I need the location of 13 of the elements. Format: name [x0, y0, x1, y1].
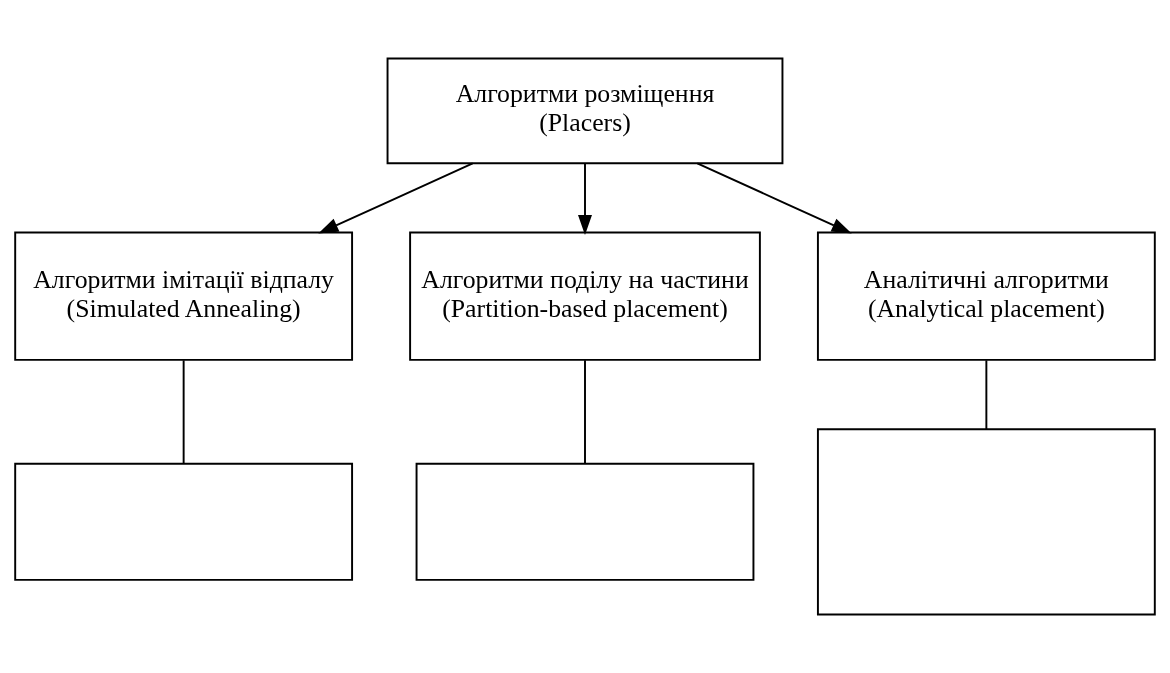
- arrow: [578, 162, 592, 236]
- node-box: Алгоритми поділу на частини (Partition-based placement): [409, 231, 761, 361]
- node-box: Алгоритми розміщення (Placers): [386, 57, 784, 165]
- connector: [985, 359, 988, 431]
- connector: [182, 359, 185, 465]
- node-box: Аналітичні алгоритми (Analytical placement): [816, 231, 1156, 361]
- node-box: [816, 428, 1156, 616]
- connector: [584, 359, 586, 465]
- node-box: Алгоритми імітації відпалу (Simulated Annealing): [14, 231, 354, 361]
- arrow: [696, 162, 852, 234]
- arrow: [318, 162, 474, 234]
- node-box: [415, 462, 755, 581]
- node-box: [14, 462, 354, 581]
